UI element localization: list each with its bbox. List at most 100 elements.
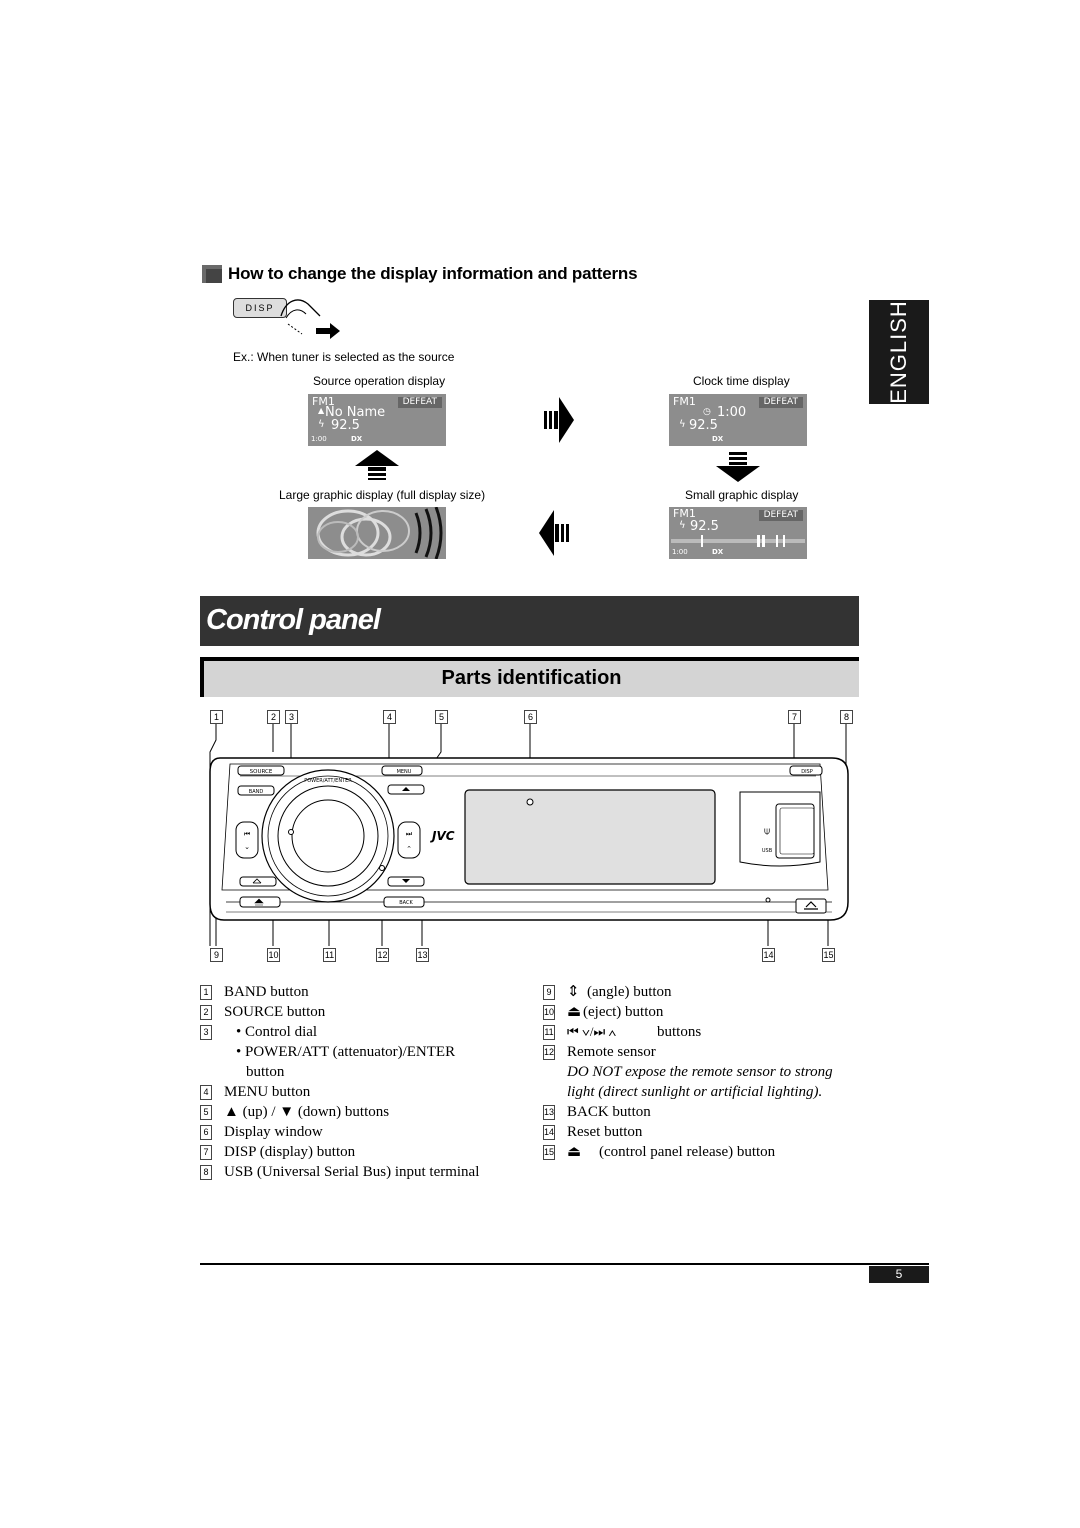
- disp-panel-key-label: DISP: [801, 769, 813, 775]
- legend-number: 14: [543, 1125, 555, 1140]
- lcd-dx: DX: [351, 435, 363, 443]
- legend-item: 8 USB (Universal Serial Bus) input termin…: [200, 1162, 530, 1182]
- page-number: 5: [869, 1266, 929, 1283]
- lcd-clock-icon: ◷: [703, 407, 711, 417]
- legend-text: buttons: [657, 1024, 702, 1040]
- legend-number: 8: [200, 1165, 212, 1180]
- legend-item: 15⏏(control panel release) button: [543, 1142, 873, 1162]
- legend-item: light (direct sunlight or artificial lig…: [543, 1082, 873, 1102]
- lcd-frequency: 92.5: [690, 519, 719, 534]
- lcd-dx: DX: [712, 435, 724, 443]
- callout-4: 4: [383, 710, 396, 724]
- control-panel-banner: Control panel: [200, 596, 859, 646]
- legend-text: USB (Universal Serial Bus) input termina…: [224, 1164, 480, 1180]
- callout-11: 11: [323, 948, 336, 962]
- svg-text:⏭: ⏭: [406, 830, 413, 838]
- legend-text: Remote sensor: [567, 1044, 656, 1060]
- band-key-label: BAND: [249, 789, 264, 795]
- usb-label: USB: [762, 848, 773, 854]
- legend-text: BACK button: [567, 1104, 651, 1120]
- legend-item: 12 Remote sensor: [543, 1042, 873, 1062]
- example-caption: Ex.: When tuner is selected as the sourc…: [233, 350, 455, 364]
- lcd-signal-icon: ϟ: [679, 419, 686, 430]
- back-key-label: BACK: [399, 900, 413, 906]
- lcd-frequency: 92.5: [331, 418, 360, 433]
- legend-number: 12: [543, 1045, 555, 1060]
- lcd-defeat: DEFEAT: [397, 397, 442, 408]
- disp-press-illustration: DISP: [233, 298, 343, 340]
- legend-item: 10⏏(eject) button: [543, 1002, 873, 1022]
- callout-1: 1: [210, 710, 223, 724]
- legend-text: (eject) button: [583, 1004, 664, 1020]
- legend-item: • POWER/ATT (attenuator)/ENTER: [200, 1042, 530, 1062]
- svg-text:⌄: ⌄: [244, 843, 250, 851]
- legend-item: 11⏮ ∨/⏭ ∧buttons: [543, 1022, 873, 1042]
- legend-text: DISP (display) button: [224, 1144, 356, 1160]
- brand-logo: JVC: [430, 829, 455, 843]
- callout-12: 12: [376, 948, 389, 962]
- legend-left: 1 BAND button 2 SOURCE button 3• Control d…: [200, 982, 530, 1182]
- legend-item: button: [200, 1062, 530, 1082]
- legend-text: button: [246, 1064, 285, 1080]
- lcd-defeat: DEFEAT: [758, 397, 803, 408]
- legend-text: ▲ (up) / ▼ (down) buttons: [224, 1104, 390, 1120]
- legend-number: 5: [200, 1105, 212, 1120]
- skip-buttons-icon: ⏮ ∨/⏭ ∧: [567, 1024, 617, 1039]
- large-graphic-display: [308, 507, 446, 559]
- callout-9: 9: [210, 948, 223, 962]
- legend-text: SOURCE button: [224, 1004, 326, 1020]
- footer-rule: [200, 1263, 929, 1265]
- legend-number: 9: [543, 985, 555, 1000]
- dial-ring-label: POWER/ATT/ENTER: [304, 778, 352, 784]
- legend-item: 3• Control dial: [200, 1022, 530, 1042]
- lcd-arrow-icon: ▲: [318, 406, 325, 415]
- legend-text: • Control dial: [236, 1024, 318, 1040]
- lcd-bar-graphic: [671, 535, 805, 547]
- legend-text: Reset button: [567, 1124, 643, 1140]
- legend-number: 13: [543, 1105, 555, 1120]
- panel-release-icon: ⏏: [567, 1144, 582, 1160]
- callout-13: 13: [416, 948, 429, 962]
- arrow-up-icon: [355, 450, 399, 480]
- legend-text: Display window: [224, 1124, 323, 1140]
- callout-2: 2: [267, 710, 280, 724]
- legend-text: • POWER/ATT (attenuator)/ENTER: [236, 1044, 456, 1060]
- legend-item: 5 ▲ (up) / ▼ (down) buttons: [200, 1102, 530, 1122]
- legend-item: 7 DISP (display) button: [200, 1142, 530, 1162]
- section-title: How to change the display information an…: [228, 264, 638, 283]
- parts-heading: Parts identification: [441, 667, 622, 689]
- clock-display-screen: FM1 DEFEAT ◷ 1:00 ϟ 92.5 DX: [669, 394, 807, 446]
- lcd-station-name: No Name: [325, 405, 386, 420]
- lcd-band: FM1: [673, 507, 696, 520]
- lcd-defeat: DEFEAT: [758, 510, 803, 521]
- legend-item: 9⇕(angle) button: [543, 982, 873, 1002]
- menu-key-label: MENU: [397, 769, 412, 775]
- legend-number: 7: [200, 1145, 212, 1160]
- callout-8: 8: [840, 710, 853, 724]
- legend-number: 1: [200, 985, 212, 1000]
- lcd-dx: DX: [712, 548, 724, 556]
- callout-6: 6: [524, 710, 537, 724]
- svg-text:⌃: ⌃: [406, 845, 412, 853]
- lcd-signal-icon: ϟ: [679, 520, 686, 531]
- lcd-band: FM1: [312, 395, 335, 408]
- legend-text: (control panel release) button: [599, 1144, 776, 1160]
- callout-3: 3: [285, 710, 298, 724]
- source-display-screen: FM1 DEFEAT ▲ No Name ϟ 92.5 1:00 DX: [308, 394, 446, 446]
- callout-15: 15: [822, 948, 835, 962]
- callout-14: 14: [762, 948, 775, 962]
- arrow-right-icon: [544, 397, 574, 443]
- legend-item: 14 Reset button: [543, 1122, 873, 1142]
- lcd-clock: 1:00: [311, 435, 327, 443]
- lcd-band: FM1: [673, 395, 696, 408]
- legend-warning: DO NOT expose the remote sensor to stron…: [567, 1064, 833, 1080]
- large-display-caption: Large graphic display (full display size…: [279, 488, 486, 502]
- legend-number: 2: [200, 1005, 212, 1020]
- legend-item: DO NOT expose the remote sensor to stron…: [543, 1062, 873, 1082]
- small-display-caption: Small graphic display: [685, 488, 799, 502]
- source-display-caption: Source operation display: [313, 374, 446, 388]
- clock-display-caption: Clock time display: [693, 374, 790, 388]
- legend-text: BAND button: [224, 984, 309, 1000]
